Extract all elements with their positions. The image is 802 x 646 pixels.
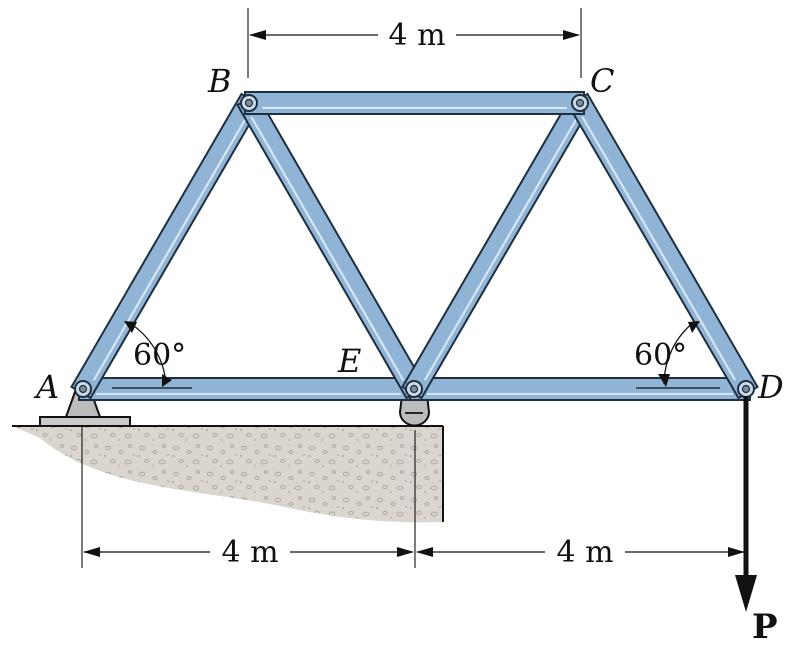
member-ec-highlight	[424, 116, 579, 381]
dimension-top-label: 4 m	[388, 18, 445, 53]
pin-a-center	[78, 384, 88, 394]
joint-label-a: A	[33, 368, 59, 406]
dimension-bottom-right-label: 4 m	[556, 535, 613, 570]
joint-label-c: C	[590, 62, 614, 100]
dimension-bottom: 4 m 4 m	[81, 425, 747, 570]
dimension-top: 4 m	[247, 8, 582, 78]
joint-label-d: D	[757, 368, 784, 406]
member-cd-highlight	[581, 116, 736, 381]
member-ec	[401, 92, 593, 400]
dimension-bottom-left-label: 4 m	[221, 535, 278, 570]
member-ed	[409, 377, 751, 401]
roller-support-e	[398, 394, 431, 427]
pin-e-center	[409, 384, 419, 394]
joint-pins	[74, 94, 755, 398]
angle-label-left: 60°	[133, 338, 186, 373]
pin-d-center	[741, 384, 751, 394]
angle-marker-right	[636, 321, 720, 389]
joint-label-b: B	[207, 62, 232, 100]
ground	[12, 425, 444, 523]
angle-label-right: 60°	[634, 338, 687, 373]
load-label: P	[752, 607, 778, 646]
angle-marker-left	[112, 321, 192, 389]
pin-c-center	[575, 98, 585, 108]
member-be-highlight	[250, 116, 404, 381]
member-ab-highlight	[93, 116, 248, 381]
joint-label-e: E	[337, 342, 361, 380]
member-bc	[244, 91, 585, 115]
member-ae	[78, 377, 419, 401]
pin-b-center	[244, 98, 254, 108]
